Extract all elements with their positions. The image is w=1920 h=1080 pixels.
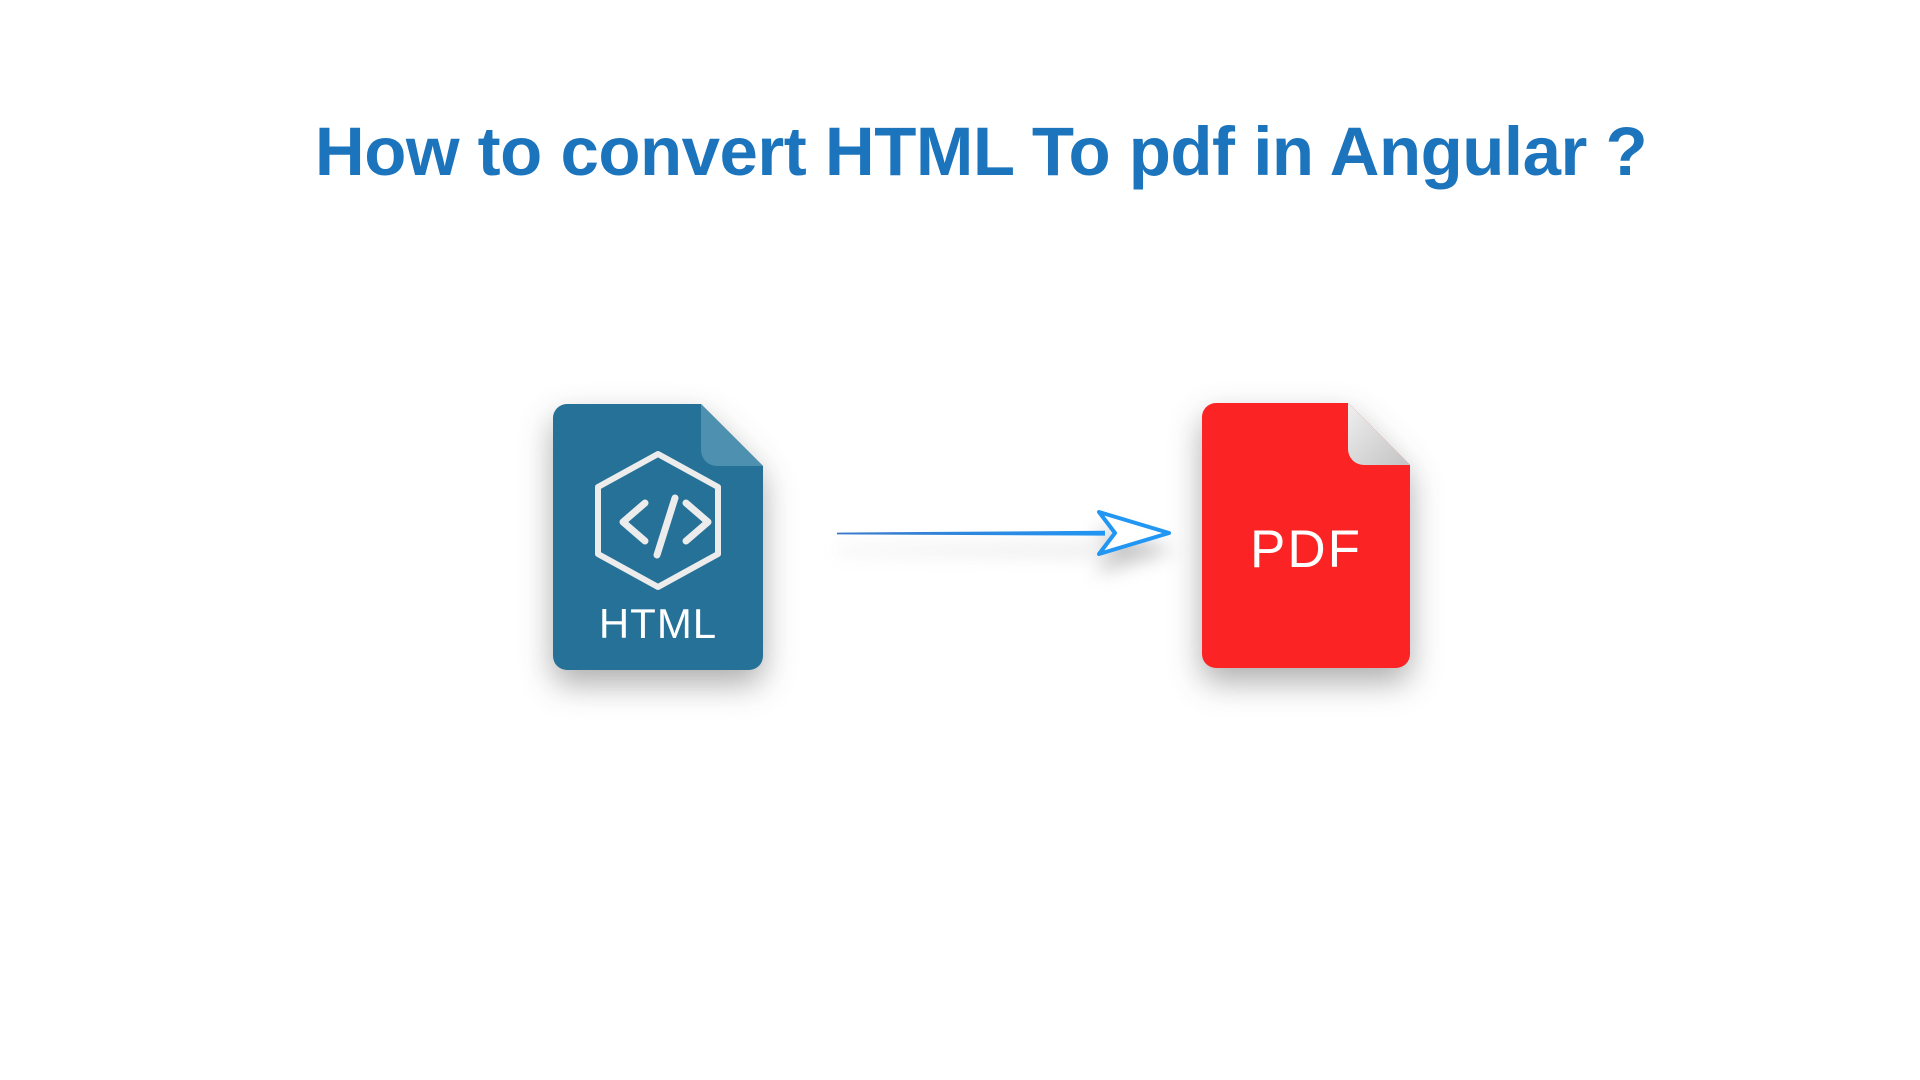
- arrow-shaft: [837, 530, 1105, 536]
- html-file-shape: [553, 404, 763, 670]
- html-file-fold: [701, 404, 763, 466]
- html-file-body: [553, 404, 763, 670]
- pdf-file-fold: [1348, 403, 1410, 465]
- arrow-head: [1097, 510, 1171, 556]
- code-hexagon-icon: [595, 451, 721, 590]
- pdf-file-shape: [1202, 403, 1410, 668]
- code-open-bracket: [619, 499, 649, 545]
- pdf-file-body: [1202, 403, 1410, 668]
- arrow-right-icon: [837, 510, 1171, 556]
- code-close-bracket: [682, 499, 712, 545]
- page-title: How to convert HTML To pdf in Angular ?: [314, 113, 1648, 190]
- hexagon-outline: [595, 451, 721, 590]
- code-slash: [653, 494, 679, 559]
- html-file-icon: HTML: [553, 404, 763, 670]
- pdf-file-icon: PDF: [1202, 403, 1410, 668]
